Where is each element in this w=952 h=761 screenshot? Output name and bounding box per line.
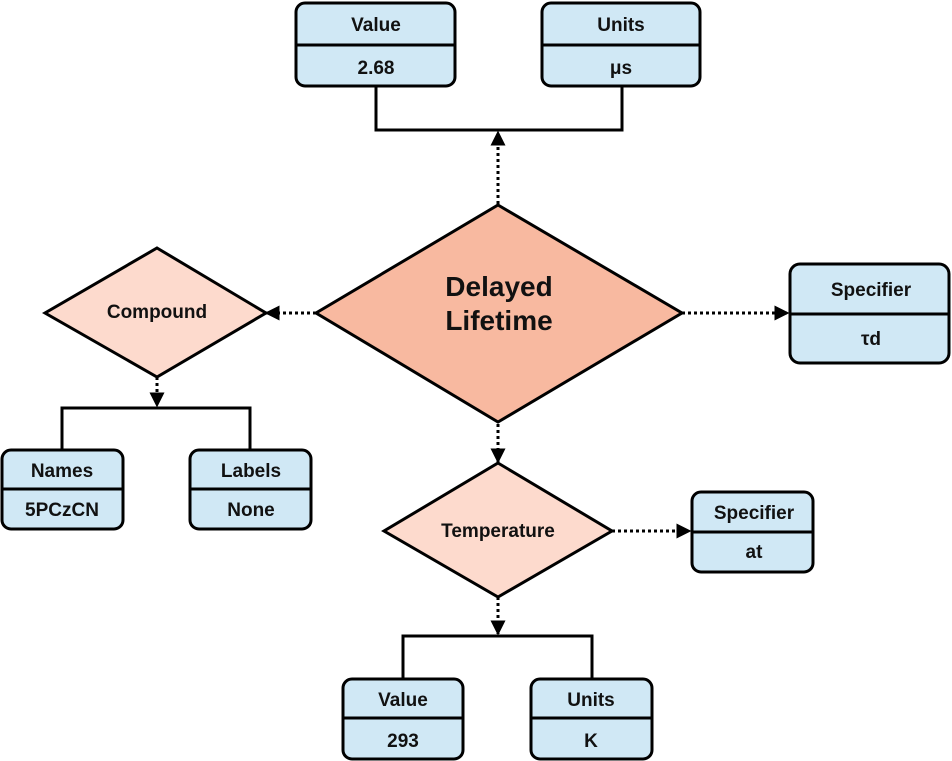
main-title-line2: Lifetime bbox=[445, 305, 552, 336]
temperature-specifier-header: Specifier bbox=[714, 503, 795, 524]
lifetime-value-value: 2.68 bbox=[358, 58, 395, 79]
main-title-line1: Delayed bbox=[445, 271, 552, 302]
compound-label: Compound bbox=[107, 302, 207, 323]
lifetime-units-header: Units bbox=[597, 15, 645, 36]
compound-labels-box: Labels None bbox=[188, 448, 313, 531]
lifetime-specifier-box: Specifier τd bbox=[788, 262, 951, 365]
compound-bracket bbox=[60, 406, 252, 451]
lifetime-units-value: μs bbox=[610, 58, 632, 79]
lifetime-bracket bbox=[374, 86, 624, 132]
temperature-units-header: Units bbox=[567, 690, 615, 711]
lifetime-value-header: Value bbox=[351, 15, 401, 36]
delayed-lifetime-node: Delayed Lifetime bbox=[313, 203, 685, 424]
temperature-node: Temperature bbox=[381, 461, 615, 599]
lifetime-units-box: Units μs bbox=[540, 1, 702, 88]
lifetime-specifier-header: Specifier bbox=[831, 280, 912, 301]
temperature-value-value: 293 bbox=[387, 731, 419, 752]
temperature-value-box: Value 293 bbox=[341, 677, 465, 761]
compound-node: Compound bbox=[41, 246, 269, 379]
compound-labels-value: None bbox=[227, 500, 275, 521]
temperature-label: Temperature bbox=[441, 521, 555, 542]
lifetime-value-box: Value 2.68 bbox=[294, 1, 457, 88]
temperature-specifier-value: at bbox=[746, 542, 764, 563]
temperature-bracket bbox=[401, 634, 594, 679]
compound-names-header: Names bbox=[31, 461, 93, 482]
compound-labels-header: Labels bbox=[221, 461, 281, 482]
temperature-units-box: Units K bbox=[529, 677, 654, 761]
temperature-value-header: Value bbox=[378, 690, 428, 711]
temperature-specifier-box: Specifier at bbox=[690, 490, 815, 574]
temperature-units-value: K bbox=[584, 731, 598, 752]
compound-names-box: Names 5PCzCN bbox=[0, 448, 125, 531]
lifetime-specifier-value: τd bbox=[861, 329, 881, 350]
compound-names-value: 5PCzCN bbox=[25, 500, 99, 521]
